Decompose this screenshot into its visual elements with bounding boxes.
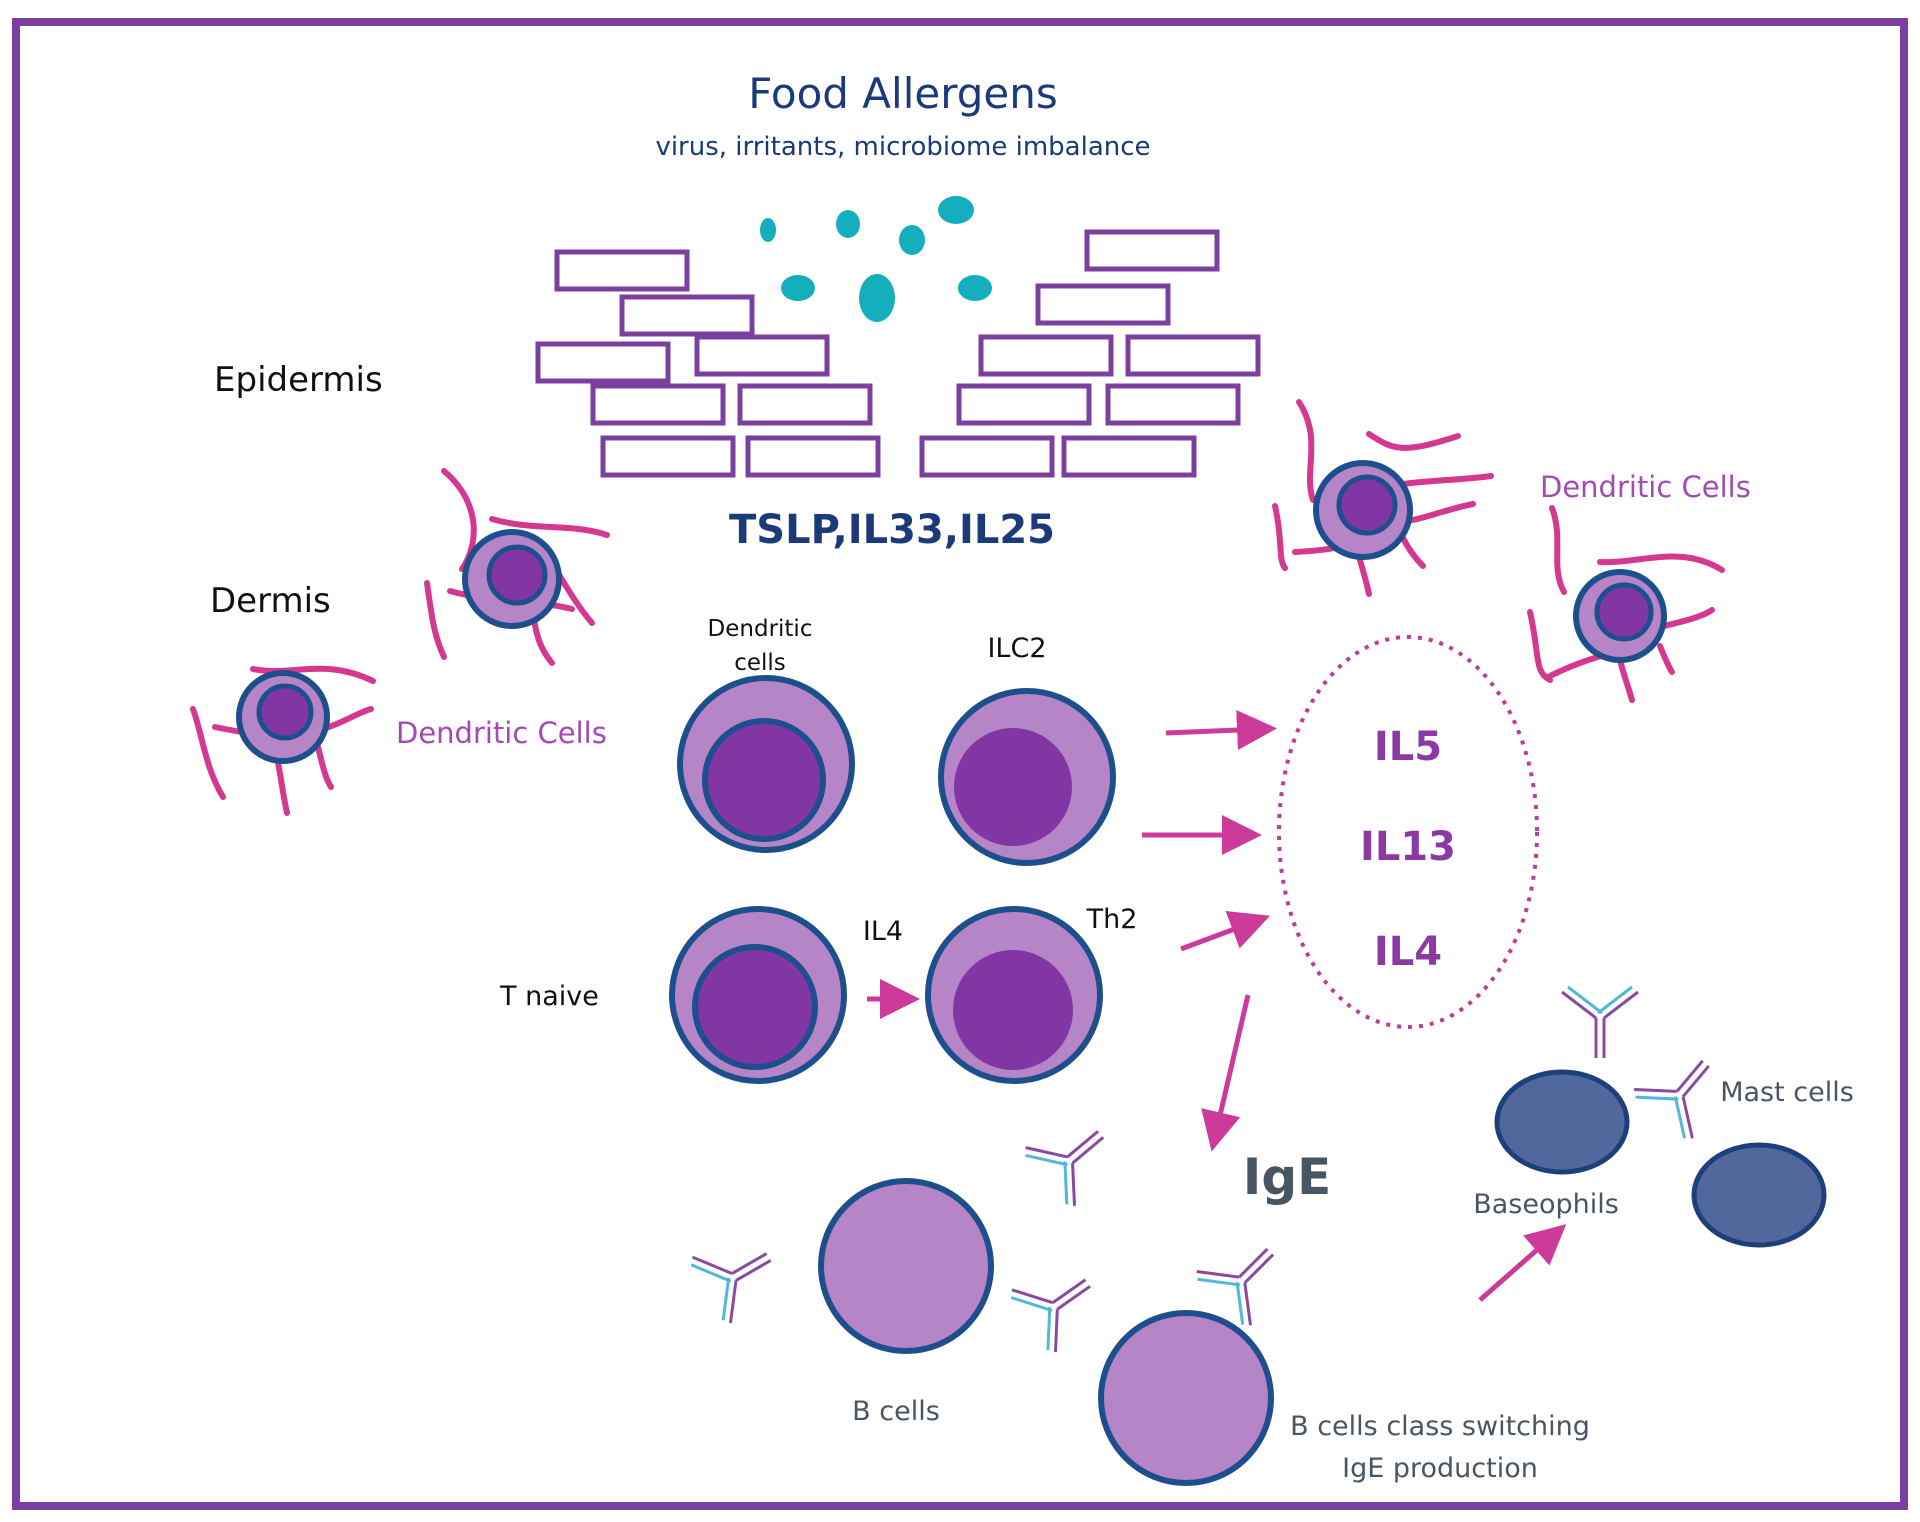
mast-cell	[1691, 1142, 1827, 1248]
ige-label: IgE	[1243, 1148, 1332, 1206]
antibody-icon	[1006, 1250, 1112, 1357]
baseophils-label: Baseophils	[1473, 1189, 1619, 1220]
tslp-label: TSLP,IL33,IL25	[729, 507, 1055, 553]
brick	[956, 383, 1092, 426]
antibody-icon	[1020, 1103, 1127, 1211]
allergen-particles	[760, 196, 992, 322]
brick	[919, 435, 1055, 478]
brick	[745, 435, 881, 478]
t-naive-cell	[669, 906, 847, 1084]
allergen-particle	[859, 274, 895, 322]
epidermis-label: Epidermis	[214, 360, 383, 400]
arrow-th2-to-cytokines	[1180, 911, 1271, 952]
b-cells-class-label-2: IgE production	[1342, 1453, 1538, 1484]
dendritic-cells-label-small-2: cells	[734, 650, 786, 676]
ilc2-cell	[938, 688, 1116, 866]
allergen-particle	[899, 225, 925, 255]
th2-cell	[925, 906, 1103, 1084]
dendritic-cell	[1527, 505, 1725, 703]
dendritic-cell	[1272, 399, 1494, 597]
mast-cells-label: Mast cells	[1720, 1077, 1854, 1108]
brick	[1061, 435, 1197, 478]
dendritic-cell-large	[677, 675, 855, 853]
b-cells-label: B cells	[852, 1396, 940, 1427]
brick	[619, 294, 755, 337]
brick	[535, 341, 671, 384]
allergen-particle	[781, 275, 815, 301]
brick	[737, 383, 873, 426]
brick	[694, 334, 830, 377]
th2-label: Th2	[1086, 904, 1138, 935]
t-naive-label: T naive	[499, 981, 599, 1012]
dermis-label: Dermis	[210, 581, 331, 621]
subtitle: virus, irritants, microbiome imbalance	[655, 132, 1150, 162]
brick	[1105, 383, 1241, 426]
dendritic-cells-label-left: Dendritic Cells	[396, 716, 607, 750]
antibody-icon	[1560, 985, 1640, 1060]
epidermis-bricks	[535, 229, 1261, 478]
diagram-frame	[12, 18, 1908, 1510]
arrows	[867, 710, 1567, 1302]
arrow-ige-to-baseophils	[1478, 1224, 1567, 1302]
brick	[554, 249, 690, 292]
dendritic-cell	[424, 468, 610, 666]
il4-small-label: IL4	[863, 916, 903, 947]
brick	[1035, 283, 1171, 326]
allergen-particle	[836, 210, 860, 238]
il13-label: IL13	[1360, 824, 1456, 870]
b-cell-class-switching	[1098, 1310, 1274, 1486]
allergen-particle	[938, 196, 974, 224]
allergen-particle	[958, 275, 992, 301]
cytokine-cluster	[1277, 635, 1539, 1029]
brick	[590, 383, 726, 426]
arrow-cytokines-to-ige	[1201, 994, 1251, 1152]
il4-label: IL4	[1374, 929, 1442, 975]
antibody-icon	[686, 1222, 790, 1327]
brick	[1125, 334, 1261, 377]
ilc2-label: ILC2	[987, 633, 1046, 664]
dendritic-cell	[190, 665, 376, 816]
dendritic-cells-label-small-1: Dendritic	[708, 616, 813, 642]
b-cell	[818, 1178, 994, 1354]
brick	[1084, 229, 1220, 272]
baseophil-cell	[1494, 1069, 1630, 1175]
il5-label: IL5	[1374, 724, 1442, 770]
brick	[600, 435, 736, 478]
title: Food Allergens	[748, 69, 1058, 118]
arrow-dendritic-to-cytokines	[1165, 710, 1277, 751]
allergen-particle	[760, 218, 776, 242]
b-cells-class-label-1: B cells class switching	[1290, 1411, 1590, 1442]
dendritic-cells-label-right: Dendritic Cells	[1540, 470, 1751, 504]
brick	[978, 334, 1114, 377]
